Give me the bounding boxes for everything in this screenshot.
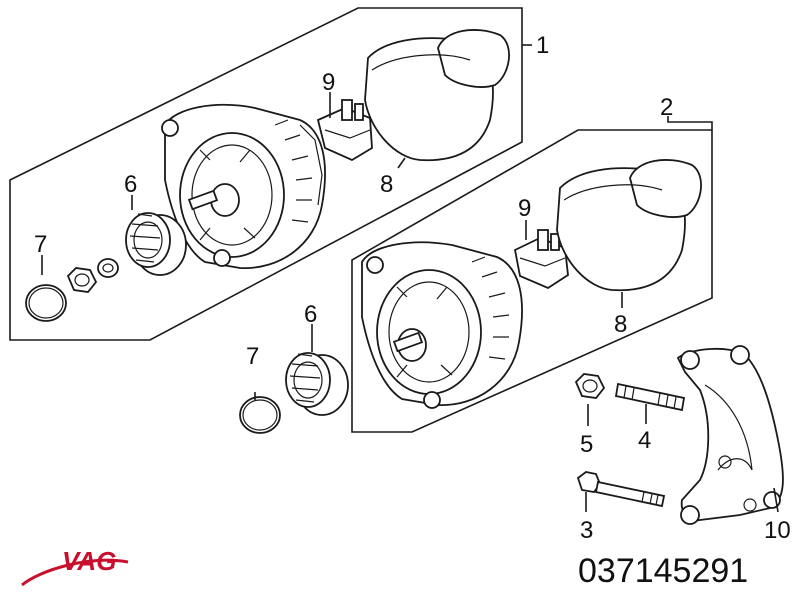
stud-4 bbox=[614, 382, 686, 412]
callout-9-upper: 9 bbox=[322, 69, 335, 96]
washer-upper bbox=[97, 258, 119, 278]
bolt-3 bbox=[576, 471, 666, 508]
regulator-lower bbox=[513, 229, 569, 290]
nut-5 bbox=[574, 373, 606, 399]
callout-4: 4 bbox=[638, 427, 651, 454]
callout-2: 2 bbox=[660, 94, 673, 121]
pulley-upper bbox=[125, 212, 187, 276]
callout-6-upper: 6 bbox=[124, 171, 137, 198]
regulator-upper bbox=[316, 99, 373, 162]
cover-lower bbox=[556, 159, 702, 292]
nut-upper bbox=[66, 267, 98, 293]
brand-logo: VAG bbox=[21, 546, 129, 587]
alternator-upper bbox=[161, 103, 326, 269]
pulley-lower bbox=[285, 352, 349, 416]
alternator-lower bbox=[361, 241, 523, 409]
leader-lines bbox=[41, 44, 779, 513]
bracket-10 bbox=[676, 345, 784, 525]
snap-ring-upper bbox=[25, 284, 67, 322]
callout-7-lower: 7 bbox=[246, 343, 259, 370]
brand-name: VAG bbox=[62, 546, 116, 576]
upper-assembly bbox=[9, 7, 523, 341]
callout-8-lower: 8 bbox=[614, 311, 627, 338]
callout-5: 5 bbox=[580, 431, 593, 458]
snap-ring-lower bbox=[239, 396, 281, 434]
callout-1: 1 bbox=[536, 32, 549, 59]
callout-8-upper: 8 bbox=[380, 171, 393, 198]
callout-7-upper: 7 bbox=[34, 231, 47, 258]
callouts: 1 2 3 4 5 6 6 7 7 8 8 9 9 10 bbox=[34, 32, 791, 544]
brand-swoosh bbox=[21, 558, 129, 587]
callout-6-lower: 6 bbox=[304, 301, 317, 328]
part-number: 037145291 bbox=[578, 552, 748, 590]
callout-3: 3 bbox=[580, 517, 593, 544]
callout-9-lower: 9 bbox=[518, 195, 531, 222]
callout-10: 10 bbox=[764, 517, 791, 544]
lower-assembly bbox=[351, 129, 713, 433]
cover-upper bbox=[364, 29, 510, 162]
